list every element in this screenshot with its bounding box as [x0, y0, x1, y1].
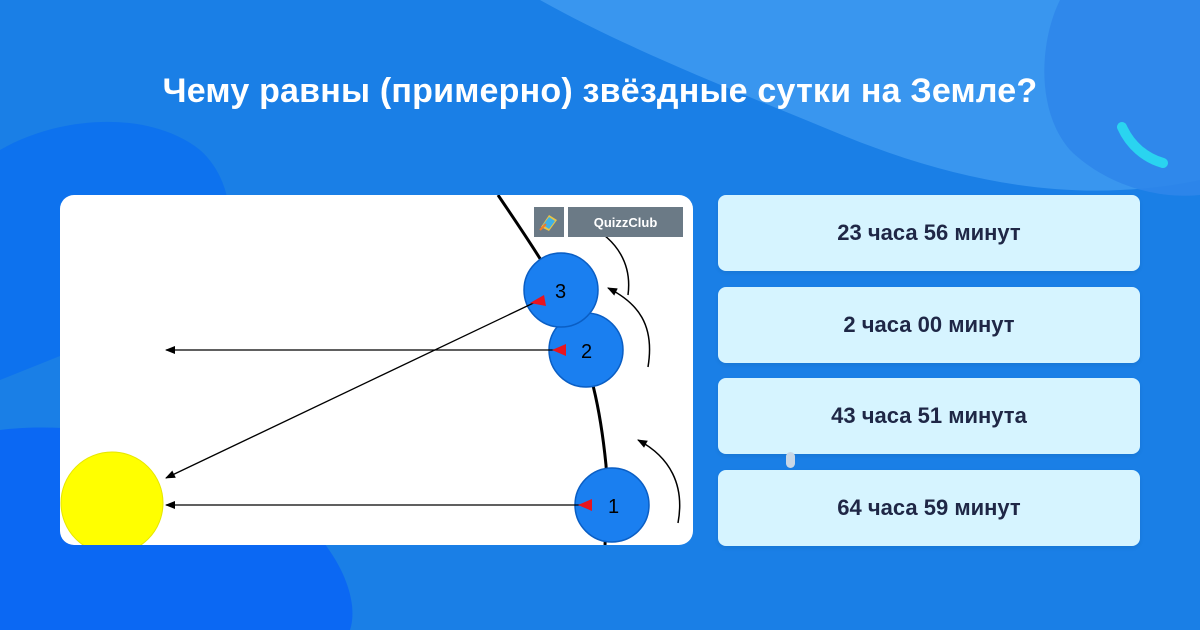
sun: [60, 451, 164, 545]
question-image: 1 2 3 QuizzClub: [60, 195, 693, 545]
position-label-1: 1: [608, 496, 619, 518]
bg-blob-right: [1044, 0, 1200, 196]
sidereal-day-diagram: 1 2 3: [60, 195, 681, 545]
red-marker-1: [578, 499, 592, 511]
line-3-to-sun: [165, 297, 545, 479]
answer-option-1[interactable]: 23 часа 56 минут: [718, 195, 1140, 271]
answer-list: 23 часа 56 минут 2 часа 00 минут 43 часа…: [718, 195, 1140, 561]
graduation-cap-icon: [534, 207, 564, 237]
watermark-badge: QuizzClub: [568, 207, 683, 237]
question-title: Чему равны (примерно) звёздные сутки на …: [162, 72, 1038, 110]
answer-option-2[interactable]: 2 часа 00 минут: [718, 286, 1140, 363]
rotation-arrow-1: [637, 439, 681, 524]
arc-icon: [1117, 122, 1168, 168]
rotation-arrow-2: [607, 287, 651, 368]
position-label-3: 3: [555, 281, 566, 303]
answer-option-4[interactable]: 64 часа 59 минут: [718, 469, 1140, 546]
red-marker-3: [530, 295, 546, 306]
answer-option-3[interactable]: 43 часа 51 минута: [718, 378, 1140, 454]
position-label-2: 2: [581, 341, 592, 363]
decoration-dot: [786, 452, 795, 468]
red-marker-2: [552, 344, 566, 356]
bg-blob-top-right: [540, 0, 1200, 191]
earth-position-3: [523, 252, 599, 328]
